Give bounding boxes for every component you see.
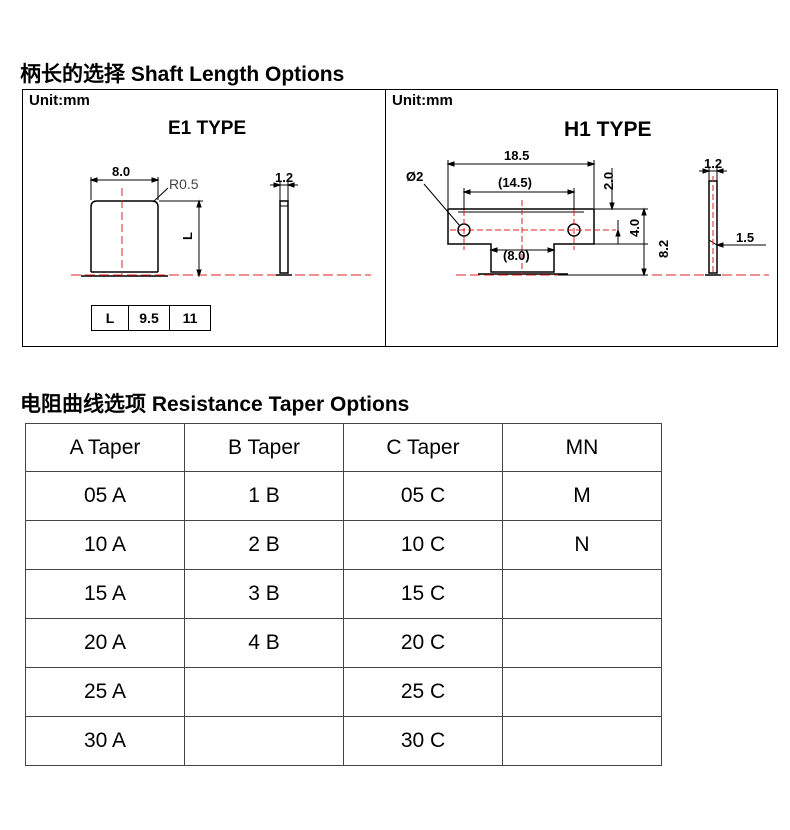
taper-cell bbox=[502, 667, 662, 717]
taper-cell bbox=[502, 618, 662, 668]
h1-base-dimension bbox=[489, 247, 556, 253]
taper-cell: N bbox=[502, 520, 662, 570]
table-row: 15 A 3 B 15 C bbox=[25, 569, 662, 619]
taper-cell: 30 C bbox=[343, 716, 503, 766]
e1-unit-label: Unit:mm bbox=[29, 92, 90, 109]
e1-drawing: 8.0 R0.5 L 1.2 bbox=[71, 164, 371, 278]
table-row: 05 A 1 B 05 C M bbox=[25, 471, 662, 521]
taper-cell: 1 B bbox=[184, 471, 344, 521]
e1-type-panel: Unit:mm E1 TYPE 8.0 R0.5 L bbox=[22, 89, 386, 347]
e1-radius-label: R0.5 bbox=[169, 176, 199, 192]
e1-side-view bbox=[270, 182, 298, 276]
h1-side-view bbox=[699, 168, 766, 276]
taper-cell: 05 C bbox=[343, 471, 503, 521]
taper-cell: 10 C bbox=[343, 520, 503, 570]
e1-width-dimension bbox=[89, 177, 160, 200]
taper-column-header: C Taper bbox=[343, 423, 503, 472]
h1-top-offset-label: 2.0 bbox=[601, 172, 616, 190]
taper-cell: 20 A bbox=[25, 618, 185, 668]
taper-cell: 25 C bbox=[343, 667, 503, 717]
e1-type-title: E1 TYPE bbox=[168, 118, 247, 139]
e1-length-value: 9.5 bbox=[128, 305, 170, 331]
h1-hole-span-dimension bbox=[462, 188, 576, 210]
taper-cell: 05 A bbox=[25, 471, 185, 521]
h1-hole-leader bbox=[423, 183, 461, 227]
taper-cell bbox=[502, 716, 662, 766]
taper-header-row: A Taper B Taper C Taper MN bbox=[25, 423, 662, 472]
taper-column-header: A Taper bbox=[25, 423, 185, 472]
h1-unit-label: Unit:mm bbox=[392, 92, 453, 109]
taper-cell: 20 C bbox=[343, 618, 503, 668]
taper-cell bbox=[184, 716, 344, 766]
resistance-taper-heading: 电阻曲线选项 Resistance Taper Options bbox=[20, 393, 410, 416]
h1-thickness-label: 1.2 bbox=[704, 156, 722, 171]
h1-type-panel: Unit:mm H1 TYPE 18.5 bbox=[385, 89, 778, 347]
e1-length-value: 11 bbox=[169, 305, 211, 331]
h1-bracket bbox=[447, 208, 595, 275]
h1-centerlines bbox=[450, 200, 769, 276]
h1-hole-dia-label: Ø2 bbox=[406, 169, 423, 184]
e1-length-header: L bbox=[91, 305, 129, 331]
e1-length-dimension bbox=[159, 199, 203, 278]
h1-hole-span-label: (14.5) bbox=[498, 175, 532, 190]
h1-overall-label: 18.5 bbox=[504, 148, 529, 163]
table-row: 10 A 2 B 10 C N bbox=[25, 520, 662, 570]
h1-overall-dimension bbox=[446, 160, 596, 208]
taper-cell: 15 A bbox=[25, 569, 185, 619]
h1-total-height-label: 8.2 bbox=[656, 240, 671, 258]
e1-length-label: L bbox=[180, 232, 195, 240]
e1-radius-leader bbox=[152, 187, 169, 203]
e1-thickness-label: 1.2 bbox=[275, 170, 293, 185]
e1-length-table: L 9.5 11 bbox=[91, 305, 211, 331]
taper-column-header: MN bbox=[502, 423, 662, 472]
taper-cell: 10 A bbox=[25, 520, 185, 570]
taper-cell: 3 B bbox=[184, 569, 344, 619]
table-row: 20 A 4 B 20 C bbox=[25, 618, 662, 668]
taper-cell: 30 A bbox=[25, 716, 185, 766]
h1-base-label: (8.0) bbox=[503, 248, 530, 263]
table-row: 25 A 25 C bbox=[25, 667, 662, 717]
h1-side-label: 1.5 bbox=[736, 230, 754, 245]
h1-vertical-dimensions bbox=[558, 168, 648, 277]
h1-type-title: H1 TYPE bbox=[564, 118, 652, 141]
h1-drawing: 18.5 (14.5) Ø2 (8.0) bbox=[406, 148, 769, 277]
taper-cell: 25 A bbox=[25, 667, 185, 717]
taper-cell: M bbox=[502, 471, 662, 521]
taper-column-header: B Taper bbox=[184, 423, 344, 472]
taper-cell: 4 B bbox=[184, 618, 344, 668]
table-row: 30 A 30 C bbox=[25, 716, 662, 766]
resistance-taper-table: A Taper B Taper C Taper MN 05 A 1 B 05 C… bbox=[25, 423, 662, 766]
shaft-length-heading: 柄长的选择 Shaft Length Options bbox=[20, 63, 345, 86]
taper-cell bbox=[184, 667, 344, 717]
h1-hole-height-label: 4.0 bbox=[627, 219, 642, 237]
taper-cell: 2 B bbox=[184, 520, 344, 570]
taper-cell: 15 C bbox=[343, 569, 503, 619]
e1-width-label: 8.0 bbox=[112, 164, 130, 179]
e1-front-view bbox=[81, 200, 168, 277]
taper-cell bbox=[502, 569, 662, 619]
